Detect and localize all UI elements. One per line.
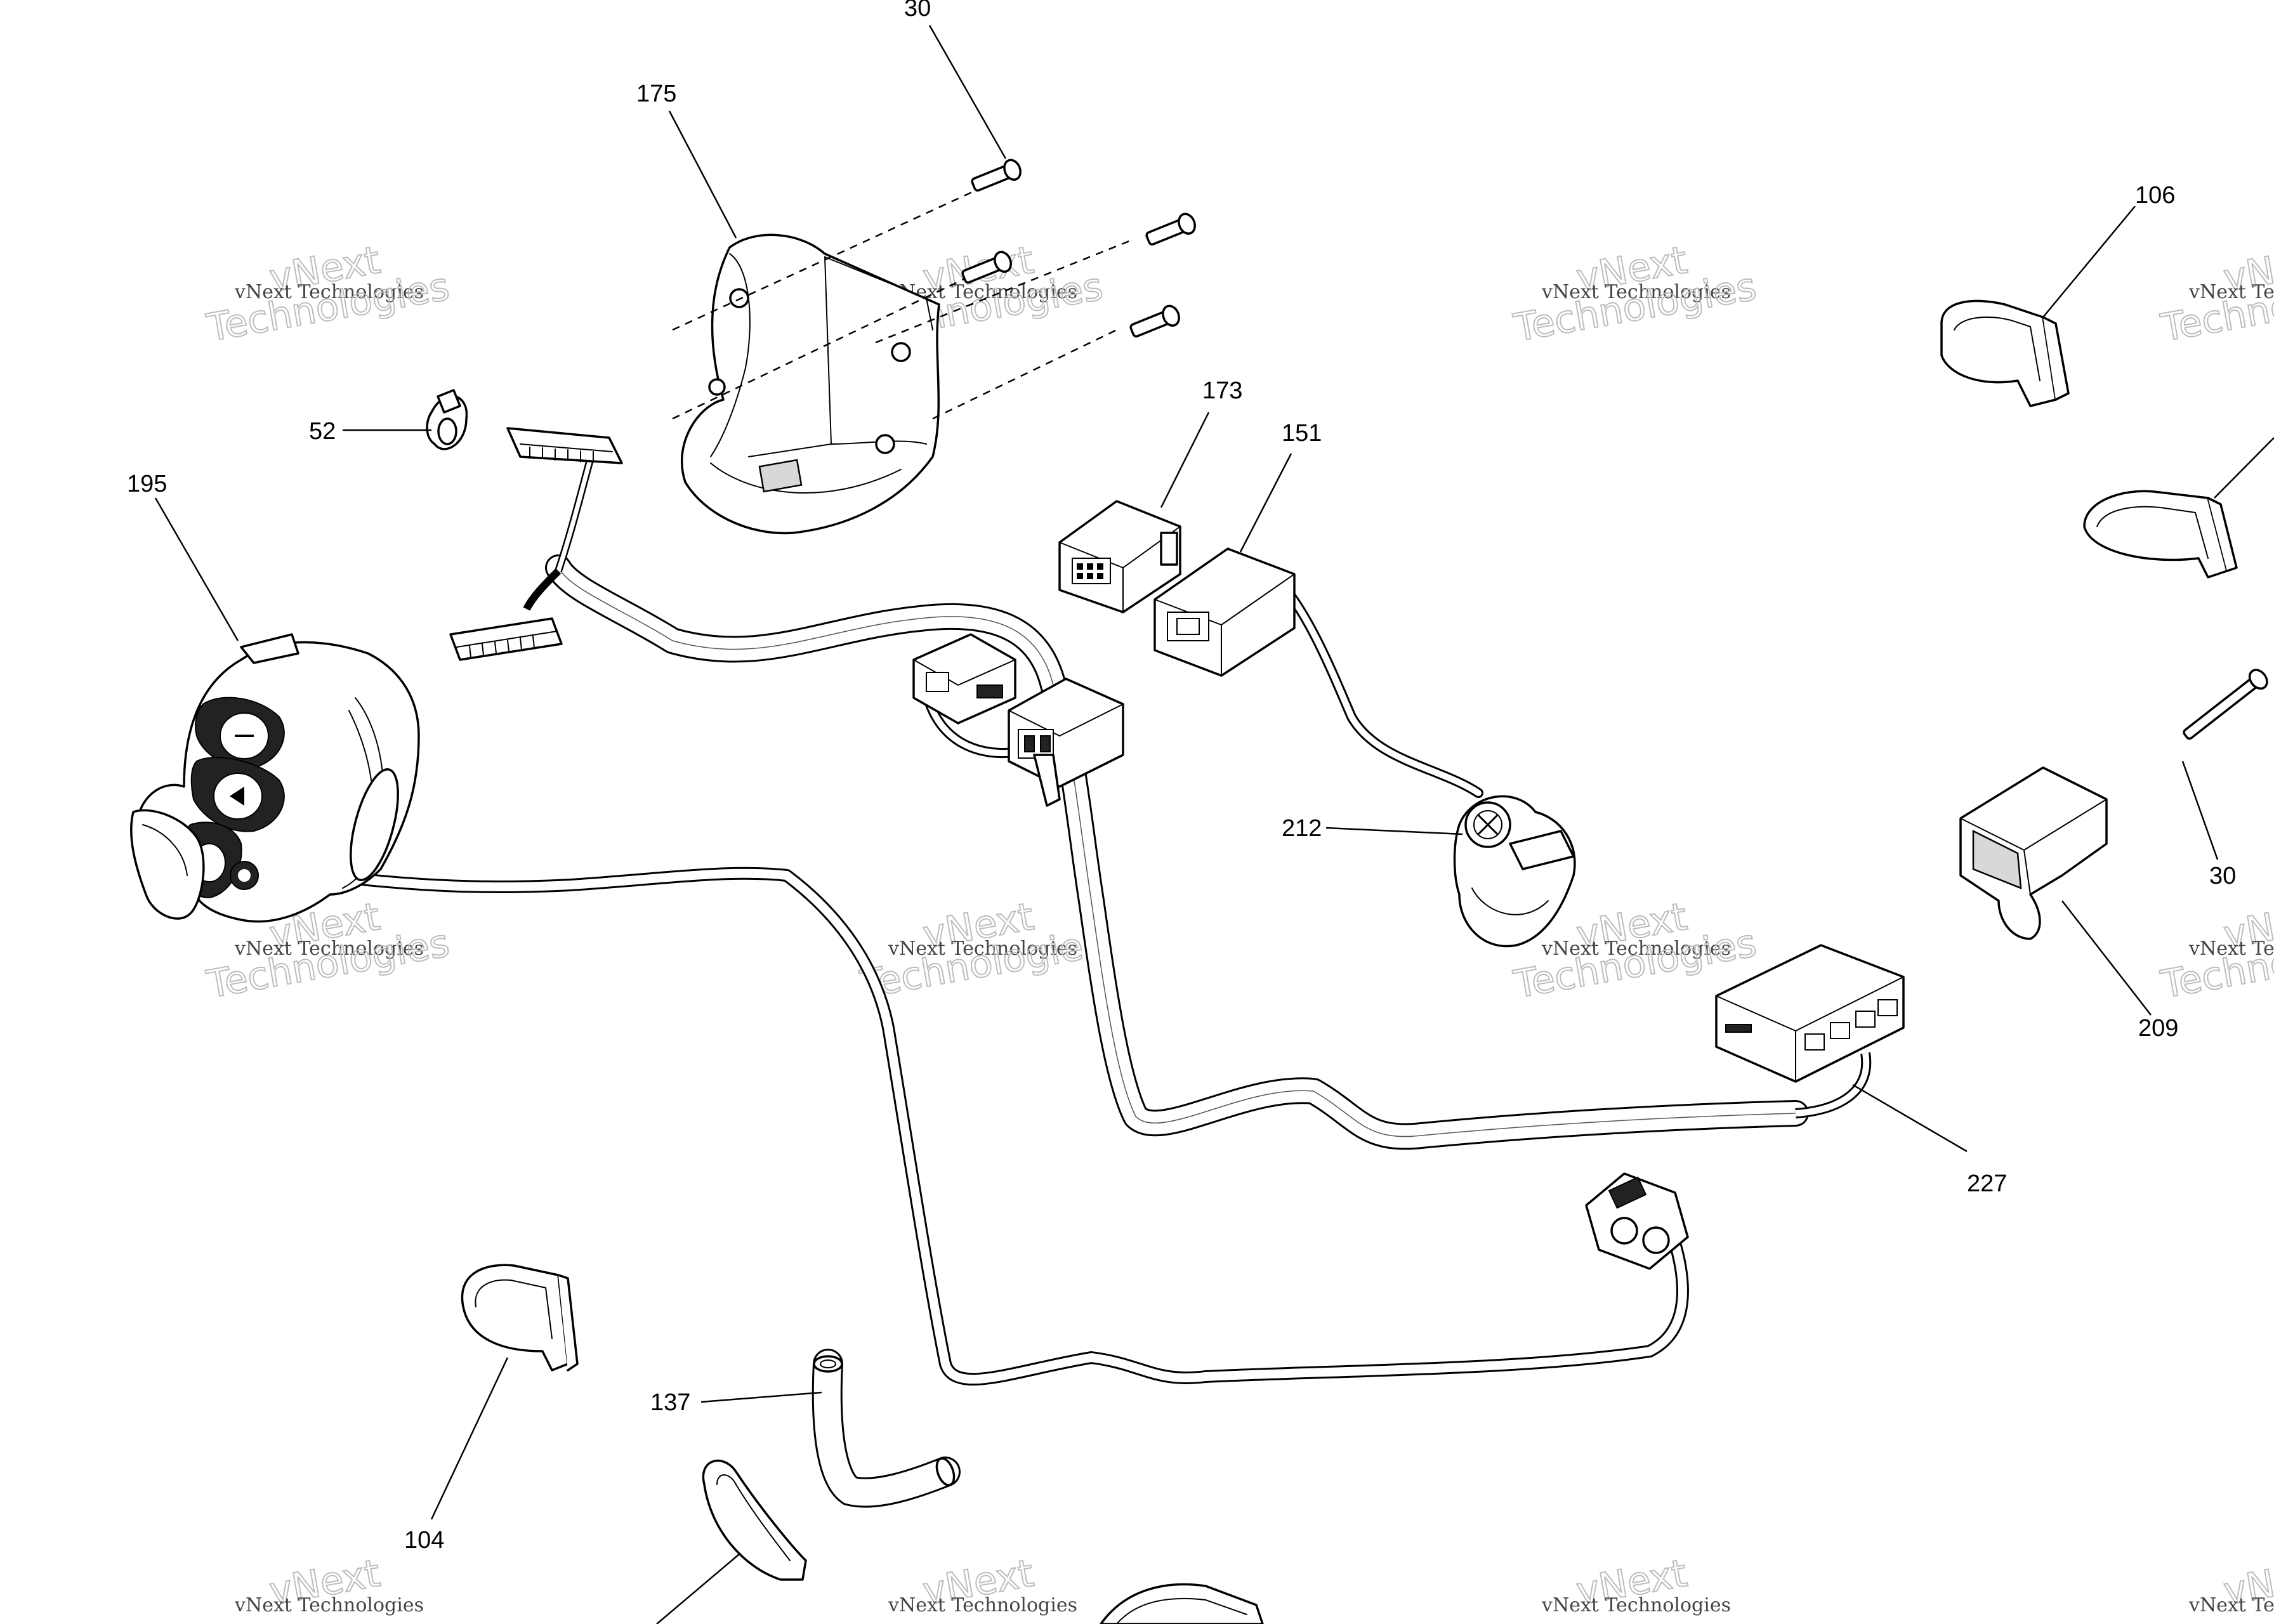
watermark: vNext vNext Technologies Technologies: [857, 894, 1107, 1008]
watermark-line2: vNext Technologies: [1541, 1594, 1731, 1616]
watermark-line2: vNext Technologies: [1541, 938, 1731, 960]
watermark: vNext vNext Technologies: [1541, 1550, 1731, 1616]
leader-lines: [154, 25, 2274, 1624]
watermark: vNext vNext Technologies: [888, 1550, 1077, 1616]
harness-main-shade: [558, 567, 1796, 1137]
label-173: 173: [1202, 377, 1242, 404]
connector-multi-pin-top: [506, 427, 623, 464]
watermark: vNext vNext Technologies: [2188, 1550, 2274, 1616]
watermark-line2: vNext Technologies: [2188, 281, 2274, 303]
screw-alignment-lines: [672, 183, 1130, 420]
watermark-line2: vNext Technologies: [888, 1594, 1077, 1616]
part-106-strap: [1940, 299, 2070, 407]
strap-lower-center: [702, 1459, 807, 1581]
harness-wire-lower-inner: [351, 868, 1687, 1384]
label-30-top: 30: [904, 0, 931, 22]
watermark: vNext vNext Technologies Technologies: [2157, 237, 2274, 351]
part-137-elbow-tube: [812, 1349, 961, 1508]
part-195-switch: [130, 633, 420, 923]
wiring-harness: [349, 459, 1872, 1386]
label-137: 137: [650, 1389, 690, 1416]
harness-wire-212-outer: [1270, 572, 1483, 798]
watermark-line2: vNext Technologies: [234, 938, 424, 960]
part-151-connector: [1153, 547, 1296, 677]
part-52-clip: [426, 389, 468, 450]
label-212: 212: [1282, 815, 1322, 842]
switch-button-upper: [195, 697, 285, 769]
watermark: vNext vNext Technologies: [234, 1550, 424, 1616]
screw-30-right: [2183, 669, 2268, 740]
label-104: 104: [404, 1527, 444, 1554]
part-173-connector: [1058, 500, 1181, 613]
label-209: 209: [2138, 1015, 2178, 1042]
part-104-strap: [461, 1264, 579, 1372]
label-195: 195: [127, 471, 167, 497]
label-227: 227: [1967, 1170, 2007, 1197]
label-106: 106: [2135, 182, 2175, 209]
label-30-right: 30: [2209, 863, 2236, 889]
switch-button-middle: [190, 757, 285, 832]
part-227-module: [1715, 944, 1905, 1083]
part-212-grommet: [1453, 795, 1576, 948]
label-151: 151: [1282, 420, 1322, 447]
watermark-line2: vNext Technologies: [2188, 938, 2274, 960]
harness-wire-212-inner: [1272, 574, 1482, 796]
watermark: vNext vNext Technologies Technologies: [203, 237, 454, 351]
watermark: vNext vNext Technologies Technologies: [2157, 894, 2274, 1008]
watermark: vNext vNext Technologies Technologies: [1510, 237, 1761, 351]
harness-wire-227-inner: [1795, 1052, 1870, 1116]
connector-harness-lower: [1008, 678, 1124, 807]
watermark-line2: vNext Technologies: [234, 1594, 424, 1616]
connector-multi-pin-left: [449, 617, 563, 661]
watermark-line2: vNext Technologies: [888, 938, 1077, 960]
harness-branch-lower: [523, 568, 562, 611]
connector-harness-upper: [912, 633, 1016, 724]
watermark-line2: vNext Technologies: [1541, 281, 1731, 303]
part-209-clamp: [1959, 766, 2108, 940]
harness-branch-upper-inner: [556, 459, 593, 572]
part-106-strap-second: [2083, 490, 2238, 579]
label-52: 52: [309, 418, 336, 445]
connector-two-pin-lower: [1585, 1172, 1689, 1270]
part-cut-off-bottom: [1100, 1583, 1264, 1624]
part-175-housing: [681, 233, 940, 535]
screws-30-top: [961, 159, 1196, 337]
watermark-line2: vNext Technologies: [234, 281, 424, 303]
label-175: 175: [636, 81, 676, 107]
watermark-line2: vNext Technologies: [2188, 1594, 2274, 1616]
part-labels: 30 175 106 52 195 173 151 212 30 209 227…: [127, 0, 2236, 1554]
